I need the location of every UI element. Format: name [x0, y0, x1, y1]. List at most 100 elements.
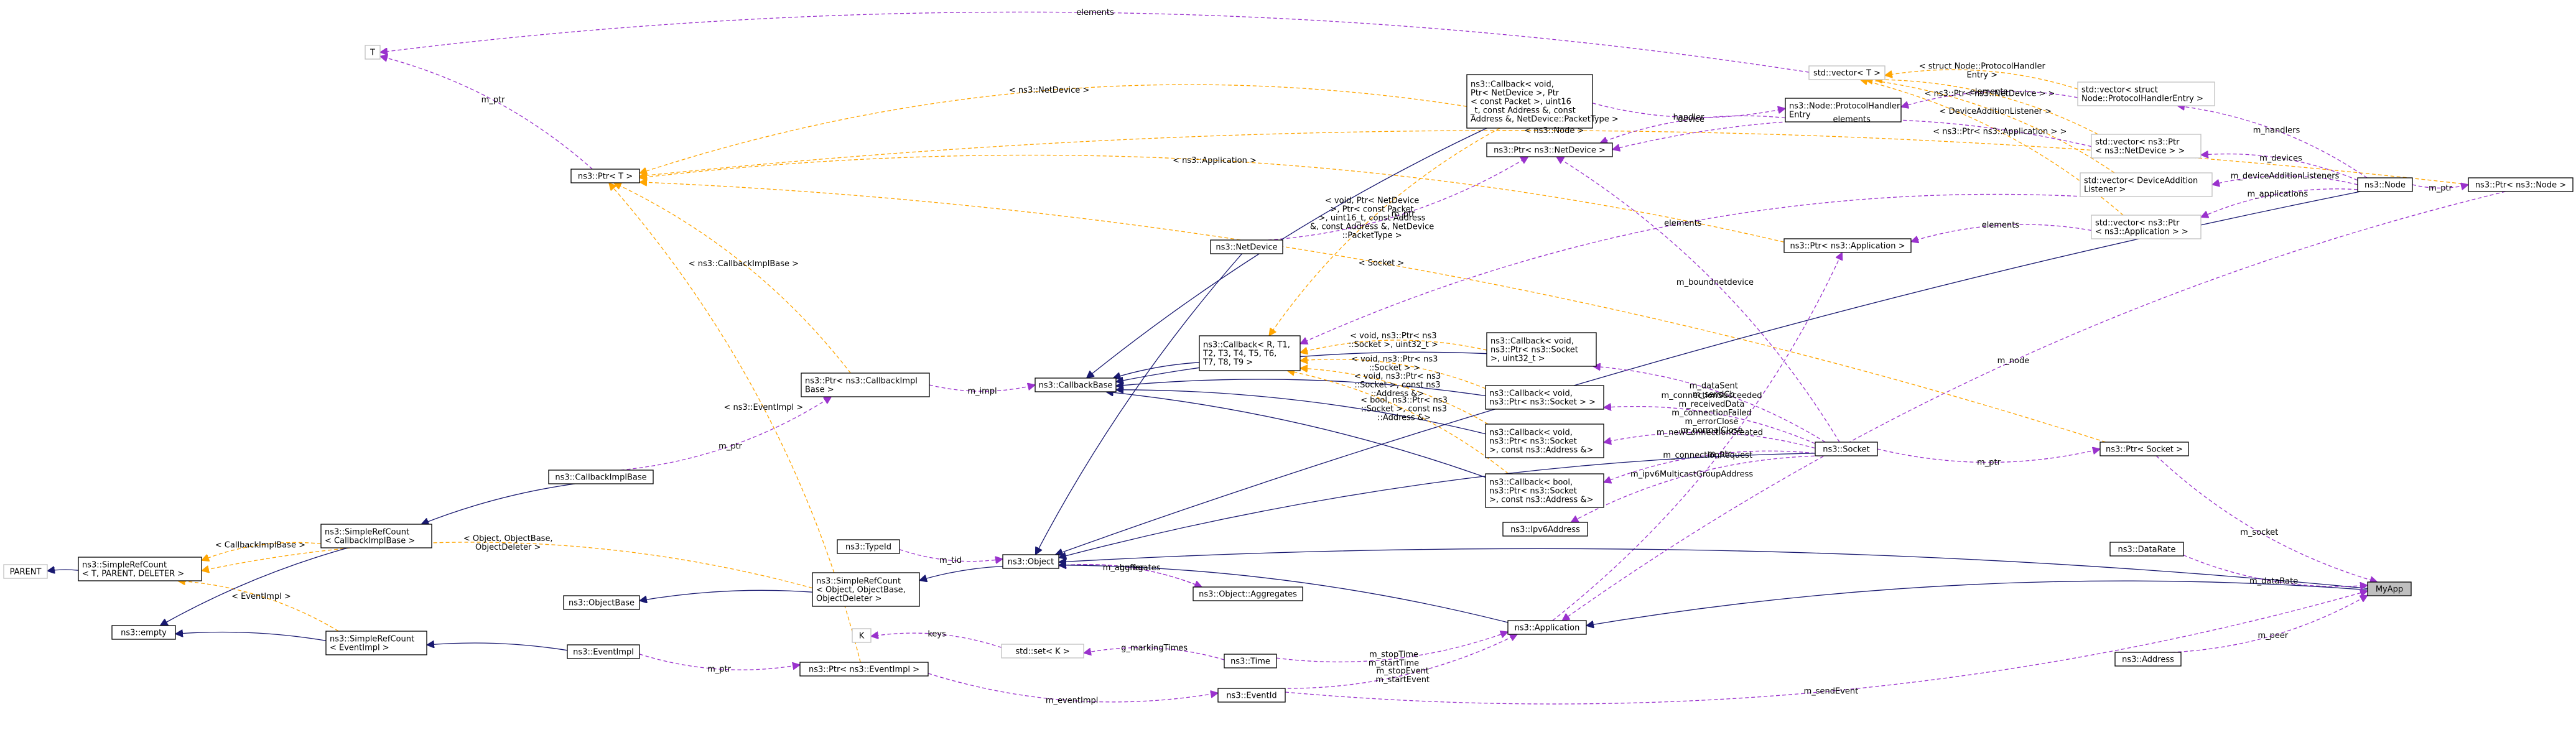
class-node-label-line: >, const ns3::Address &>	[1489, 496, 1593, 505]
class-node-ptrEventImpl[interactable]: ns3::Ptr< ns3::EventImpl >	[799, 662, 929, 677]
edge-cbNetDevice-to-ptrT	[639, 84, 1467, 173]
class-node-label-line: ns3::SimpleRefCount	[82, 561, 167, 570]
edge-label: m_ptr	[718, 442, 743, 451]
edge-label: < Object, ObjectBase,ObjectDeleter >	[463, 534, 553, 552]
class-node-eventImpl[interactable]: ns3::EventImpl	[567, 644, 640, 659]
edge-label-line: < Socket >	[1359, 259, 1405, 268]
class-node-box	[2468, 177, 2574, 192]
class-node-ptrApp[interactable]: ns3::Ptr< ns3::Application >	[1783, 238, 1912, 253]
edge-label: m_dataRate	[2249, 577, 2298, 586]
class-node-object[interactable]: ns3::Object	[1002, 554, 1059, 569]
class-node-label: PARENT	[10, 568, 42, 577]
class-node-address[interactable]: ns3::Address	[2114, 652, 2182, 667]
edge-netDevice-to-ptrNetDevice	[1268, 157, 1528, 241]
edge-label: < ns3::Application >	[1173, 156, 1257, 165]
class-node-label-line: ns3::Object::Aggregates	[1199, 590, 1297, 599]
class-node-label-line: ns3::Callback< void,	[1489, 428, 1573, 438]
class-node-ipv6[interactable]: ns3::Ipv6Address	[1502, 522, 1588, 537]
class-node-label-line: T2, T3, T4, T5, T6,	[1202, 349, 1276, 359]
class-node-label-line: ns3::Ptr< ns3::CallbackImpl	[805, 377, 918, 386]
class-node-vecPtrNetDev: std::vector< ns3::Ptr< ns3::NetDevice > …	[2091, 134, 2202, 159]
class-node-label: ns3::CallbackImplBase	[555, 473, 646, 483]
edge-node-to-ptrNode	[2412, 185, 2468, 188]
edge-label-line: m_receivedData	[1679, 400, 1745, 409]
class-node-aggregates[interactable]: ns3::Object::Aggregates	[1193, 586, 1303, 601]
class-node-eventId[interactable]: ns3::EventId	[1217, 688, 1286, 703]
class-node-ptrNetDevice[interactable]: ns3::Ptr< ns3::NetDevice >	[1486, 142, 1613, 157]
class-node-ptrNode[interactable]: ns3::Ptr< ns3::Node >	[2468, 177, 2574, 192]
class-node-srcObject[interactable]: ns3::SimpleRefCount< Object, ObjectBase,…	[812, 572, 920, 607]
class-node-application[interactable]: ns3::Application	[1507, 620, 1587, 635]
edge-label: < void, ns3::Ptr< ns3::Socket >, uint32_…	[1349, 331, 1438, 349]
class-node-box	[2077, 81, 2215, 106]
edge-label-line: < ns3::Ptr< ns3::Application > >	[1933, 127, 2067, 137]
class-node-cbBoolSocket[interactable]: ns3::Callback< bool,ns3::Ptr< ns3::Socke…	[1485, 473, 1604, 508]
class-node-box	[2114, 652, 2182, 667]
class-node-typeId[interactable]: ns3::TypeId	[837, 539, 900, 554]
class-node-srcT[interactable]: ns3::SimpleRefCount< T, PARENT, DELETER …	[78, 557, 202, 581]
edge-ptrApp-to-ptrT	[639, 154, 1785, 243]
class-node-socket[interactable]: ns3::Socket	[1815, 442, 1878, 456]
class-node-srcCbImpl[interactable]: ns3::SimpleRefCount< CallbackImplBase >	[320, 524, 432, 548]
class-node-box	[563, 595, 640, 610]
class-node-empty[interactable]: ns3::empty	[111, 625, 176, 640]
class-node-dataRate[interactable]: ns3::DataRate	[2109, 542, 2184, 557]
edge-label-line: < ns3::Application >	[1173, 156, 1257, 165]
class-node-box	[3, 564, 48, 579]
class-node-label-line: ns3::Callback< void,	[1489, 389, 1573, 399]
class-node-box	[1507, 620, 1587, 635]
edge-label-line: < ns3::CallbackImplBase >	[689, 259, 799, 269]
class-node-box	[1485, 423, 1604, 458]
edge-label-line: < void, ns3::Ptr< ns3	[1351, 355, 1438, 364]
class-node-label-line: ns3::Ptr< ns3::Socket	[1489, 437, 1577, 446]
edge-srcEventImpl-to-empty	[175, 632, 327, 641]
class-node-label-line: K	[859, 632, 865, 641]
class-node-cbSocketAddr[interactable]: ns3::Callback< void,ns3::Ptr< ns3::Socke…	[1485, 423, 1604, 458]
edge-myApp-to-application	[1586, 580, 2368, 626]
edge-label: elements	[1982, 221, 2020, 230]
edge-label: m_ipv6MulticastGroupAddress	[1630, 469, 1753, 479]
edge-vectorT-to-T	[380, 11, 1810, 73]
edge-label-line: >, Ptr< const Packet	[1330, 205, 1413, 215]
class-node-label-line: ns3::Ptr< ns3::Node >	[2475, 181, 2566, 190]
edge-label-line: device	[1678, 115, 1704, 124]
class-node-box	[2357, 177, 2413, 192]
edge-vecPtrApp-to-vectorT	[1860, 80, 2124, 216]
edge-label-line: handler	[1673, 113, 1704, 123]
class-node-cbGeneric[interactable]: ns3::Callback< R, T1,T2, T3, T4, T5, T6,…	[1199, 335, 1301, 371]
class-node-box	[548, 469, 654, 484]
class-node-ptrSocket[interactable]: ns3::Ptr< Socket >	[2099, 442, 2189, 456]
class-node-netDevice[interactable]: ns3::NetDevice	[1210, 239, 1283, 254]
edge-cbBoolSocket-to-cbBase	[1106, 392, 1486, 478]
class-node-label-line: < ns3::NetDevice > >	[2095, 147, 2185, 156]
class-node-srcEventImpl[interactable]: ns3::SimpleRefCount< EventImpl >	[325, 631, 427, 655]
class-node-objectBase[interactable]: ns3::ObjectBase	[563, 595, 640, 610]
edge-label-line: ::Address &>	[1371, 389, 1425, 399]
class-node-cbBase[interactable]: ns3::CallbackBase	[1035, 377, 1117, 392]
edge-label-line: ::Socket >, const ns3	[1354, 381, 1440, 390]
edge-srcCbImpl-to-empty	[160, 547, 348, 626]
edge-time-to-application	[1276, 632, 1508, 663]
class-node-myApp[interactable]: MyApp	[2367, 581, 2412, 596]
class-node-cbImplBase[interactable]: ns3::CallbackImplBase	[548, 469, 654, 484]
class-node-cbNetDevice[interactable]: ns3::Callback< void,Ptr< NetDevice >, Pt…	[1466, 74, 1619, 129]
class-node-time[interactable]: ns3::Time	[1224, 654, 1277, 668]
class-node-label: ns3::Callback< bool,ns3::Ptr< ns3::Socke…	[1489, 478, 1593, 505]
class-node-cbSocketU32[interactable]: ns3::Callback< void,ns3::Ptr< ns3::Socke…	[1486, 332, 1597, 367]
edge-ptrNode-to-application	[1562, 191, 2506, 621]
edge-label-line: m_dataSent	[1690, 382, 1738, 391]
class-node-label-line: >, const ns3::Address &>	[1489, 446, 1593, 455]
class-node-node[interactable]: ns3::Node	[2357, 177, 2413, 192]
edge-label-line: m_startEvent	[1375, 675, 1430, 685]
edge-cbSocketU32-to-cbGeneric	[1300, 340, 1487, 353]
class-node-cbSocket[interactable]: ns3::Callback< void,ns3::Ptr< ns3::Socke…	[1485, 385, 1604, 410]
class-node-ptrT[interactable]: ns3::Ptr< T >	[570, 169, 640, 183]
class-node-label: ns3::EventId	[1226, 691, 1276, 701]
edge-label-line: < void, ns3::Ptr< ns3	[1350, 331, 1436, 341]
